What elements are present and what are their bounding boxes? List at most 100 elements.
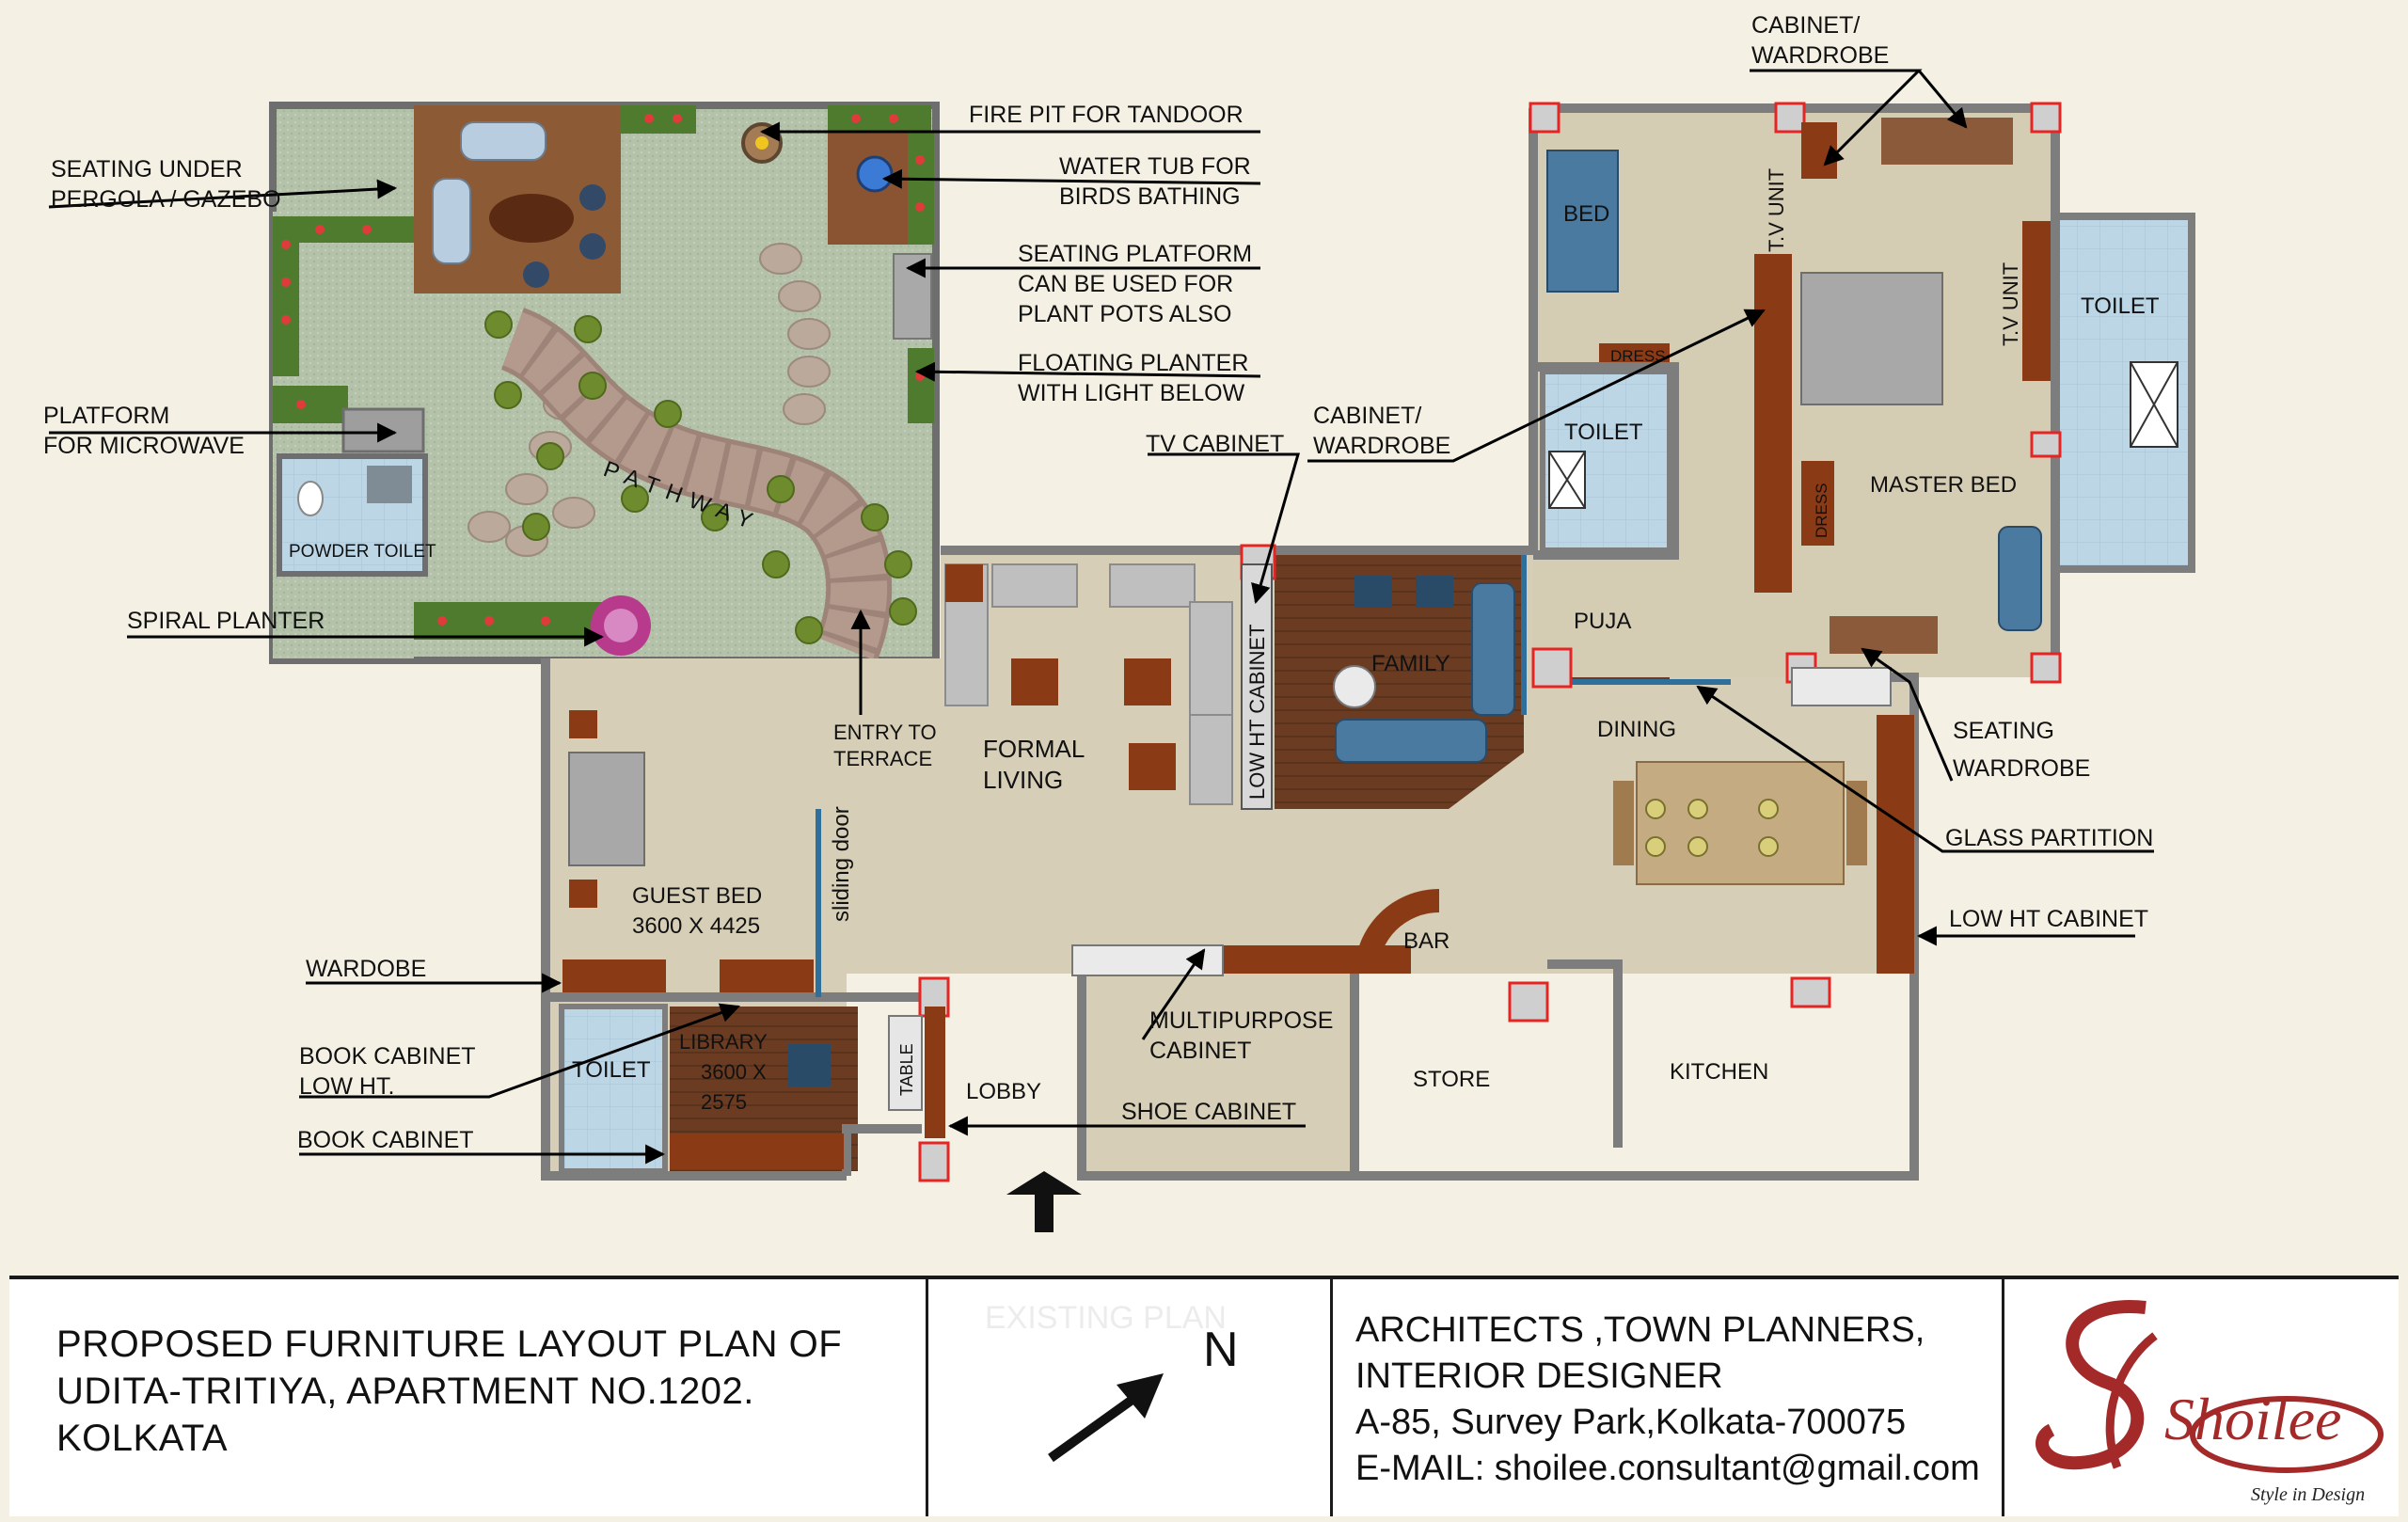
- table: [888, 1015, 923, 1111]
- dress-top-label: DRESS: [1610, 347, 1666, 365]
- title-line-2: UDITA-TRITIYA, APARTMENT NO.1202.: [56, 1371, 754, 1412]
- entry-terrace-label-1: ENTRY TO: [833, 721, 937, 744]
- library-label-2: 3600 X: [701, 1060, 767, 1084]
- formal-living-label-2: LIVING: [983, 766, 1063, 794]
- sliding-door-label: sliding door: [829, 806, 854, 922]
- cabinet-wardrobe-mid-2: WARDROBE: [1313, 433, 1450, 459]
- family-label: FAMILY: [1371, 651, 1450, 676]
- formal-living-furniture: [944, 563, 1233, 805]
- cabinet-wardrobe-top-2: WARDROBE: [1751, 42, 1889, 69]
- seating-callout: SEATING: [1953, 718, 2054, 744]
- seating-platform-callout-1: SEATING PLATFORM: [1018, 241, 1252, 267]
- dining-table-set: [1613, 761, 1867, 885]
- low-ht-cabinet-right: [1877, 715, 1914, 974]
- dress-vertical-label: DRESS: [1813, 483, 1830, 538]
- wash-basin-icon: [367, 466, 412, 503]
- north-arrow-icon: N: [1048, 1323, 1239, 1463]
- master-toilet-label: TOILET: [2081, 293, 2160, 319]
- apartment-floor: [541, 102, 2195, 1232]
- shoe-cabinet: [925, 1007, 945, 1138]
- library-chair: [788, 1044, 831, 1086]
- guest-bed-label: GUEST BED: [632, 883, 762, 909]
- entry-terrace-label-2: TERRACE: [833, 747, 932, 770]
- family-furniture: [1333, 576, 1515, 763]
- tv-unit-right-label: T.V UNIT: [1999, 262, 2022, 346]
- title-line-1: PROPOSED FURNITURE LAYOUT PLAN OF: [56, 1324, 843, 1365]
- master-bed-label: MASTER BED: [1870, 472, 2017, 498]
- wardrobe-right-callout: WARDROBE: [1953, 755, 2090, 782]
- book-cabinet-low-callout-2: LOW HT.: [299, 1073, 394, 1100]
- wc-icon: [297, 481, 324, 516]
- floating-planter-callout-1: FLOATING PLANTER: [1018, 350, 1248, 376]
- microwave-platform: [341, 407, 425, 453]
- north-indicator: EXISTING PLAN N: [928, 1279, 1333, 1516]
- guest-bed-dims: 3600 X 4425: [632, 913, 760, 939]
- guest-bed-furniture: [562, 710, 814, 992]
- logo-tagline: Style in Design: [2251, 1484, 2365, 1505]
- kitchen-label: KITCHEN: [1670, 1059, 1768, 1085]
- flower-dots: [281, 114, 925, 626]
- lobby-label: LOBBY: [966, 1079, 1041, 1104]
- bedroom-furniture: [1546, 118, 2051, 706]
- book-cabinet-low-callout-1: BOOK CABINET: [299, 1043, 476, 1070]
- book-cabinet: [670, 1134, 844, 1169]
- library-label-1: LIBRARY: [679, 1030, 768, 1054]
- library-label-3: 2575: [701, 1090, 747, 1114]
- cabinet-wardrobe-mid-1: CABINET/: [1313, 403, 1421, 429]
- multipurpose-cabinet: [1071, 944, 1224, 976]
- shoe-cabinet-callout: SHOE CABINET: [1121, 1099, 1296, 1125]
- drawing-title: PROPOSED FURNITURE LAYOUT PLAN OF UDITA-…: [9, 1279, 928, 1516]
- firm-line-1: ARCHITECTS ,TOWN PLANNERS,: [1355, 1310, 1925, 1350]
- microwave-callout-1: PLATFORM: [43, 403, 169, 429]
- pergola-callout-2: PERGOLA / GAZEBO: [51, 186, 281, 213]
- glass-partition-callout: GLASS PARTITION: [1945, 825, 2153, 851]
- low-ht-cabinet-vertical-label: LOW HT CABINET: [1245, 624, 1269, 800]
- shoilee-logo-icon: Shoilee Style in Design: [2036, 1300, 2384, 1505]
- terrace-garden: PATHWAY POWDER TOILET: [269, 102, 940, 664]
- formal-living-label-1: FORMAL: [983, 735, 1085, 763]
- powder-toilet-label: POWDER TOILET: [289, 542, 436, 562]
- entrance-arrow-icon: [1006, 1171, 1082, 1232]
- water-tub-callout-2: BIRDS BATHING: [1059, 183, 1241, 210]
- puja-label: PUJA: [1574, 609, 1631, 634]
- tv-cabinet-callout: TV CABINET: [1146, 431, 1284, 457]
- guest-toilet-room: [559, 1004, 668, 1174]
- mid-toilet-label: TOILET: [1564, 420, 1643, 445]
- multipurpose-callout-1: MULTIPURPOSE: [1149, 1007, 1333, 1034]
- shower-cross: [2130, 361, 2178, 448]
- pathway-pavers: [501, 311, 888, 660]
- firm-line-4: E-MAIL: shoilee.consultant@gmail.com: [1355, 1449, 1980, 1488]
- callout-labels: FIRE PIT FOR TANDOOR WATER TUB FOR BIRDS…: [43, 12, 2153, 1153]
- leader-lines: [48, 69, 2154, 1165]
- microwave-callout-2: FOR MICROWAVE: [43, 433, 245, 459]
- firm-line-2: INTERIOR DESIGNER: [1355, 1356, 1723, 1396]
- firm-details: ARCHITECTS ,TOWN PLANNERS, INTERIOR DESI…: [1333, 1279, 2004, 1516]
- water-tub-callout-1: WATER TUB FOR: [1059, 153, 1251, 180]
- logo-text: Shoilee: [2164, 1386, 2341, 1452]
- columns: [918, 102, 2062, 1182]
- title-line-3: KOLKATA: [56, 1418, 229, 1459]
- firm-line-3: A-85, Survey Park,Kolkata-700075: [1355, 1403, 1907, 1442]
- book-cabinet-callout: BOOK CABINET: [297, 1127, 474, 1153]
- seating-platform-callout-3: PLANT POTS ALSO: [1018, 301, 1231, 327]
- north-label: N: [1203, 1323, 1239, 1377]
- store-label: STORE: [1413, 1067, 1490, 1092]
- floating-planter-callout-2: WITH LIGHT BELOW: [1018, 380, 1245, 406]
- seating-platform-callout-2: CAN BE USED FOR: [1018, 271, 1233, 297]
- floor-plan-drawing: PATHWAY POWDER TOILET: [43, 12, 2195, 1232]
- spiral-planter-callout: SPIRAL PLANTER: [127, 608, 325, 634]
- low-ht-cabinet-callout: LOW HT CABINET: [1949, 906, 2148, 932]
- tv-unit-left-label: T.V UNIT: [1765, 168, 1788, 252]
- pergola-seating: [432, 121, 606, 288]
- multipurpose-callout-2: CABINET: [1149, 1038, 1251, 1064]
- bed-label: BED: [1563, 201, 1609, 227]
- shrubs: [484, 310, 917, 644]
- pergola-callout-1: SEATING UNDER: [51, 156, 243, 182]
- dining-label: DINING: [1597, 717, 1676, 742]
- low-ht-cabinet: [1241, 563, 1273, 810]
- table-label: TABLE: [897, 1043, 916, 1096]
- bar-back: [1223, 945, 1411, 974]
- title-block: PROPOSED FURNITURE LAYOUT PLAN OF UDITA-…: [9, 1276, 2399, 1516]
- fire-pit-callout: FIRE PIT FOR TANDOOR: [969, 102, 1244, 128]
